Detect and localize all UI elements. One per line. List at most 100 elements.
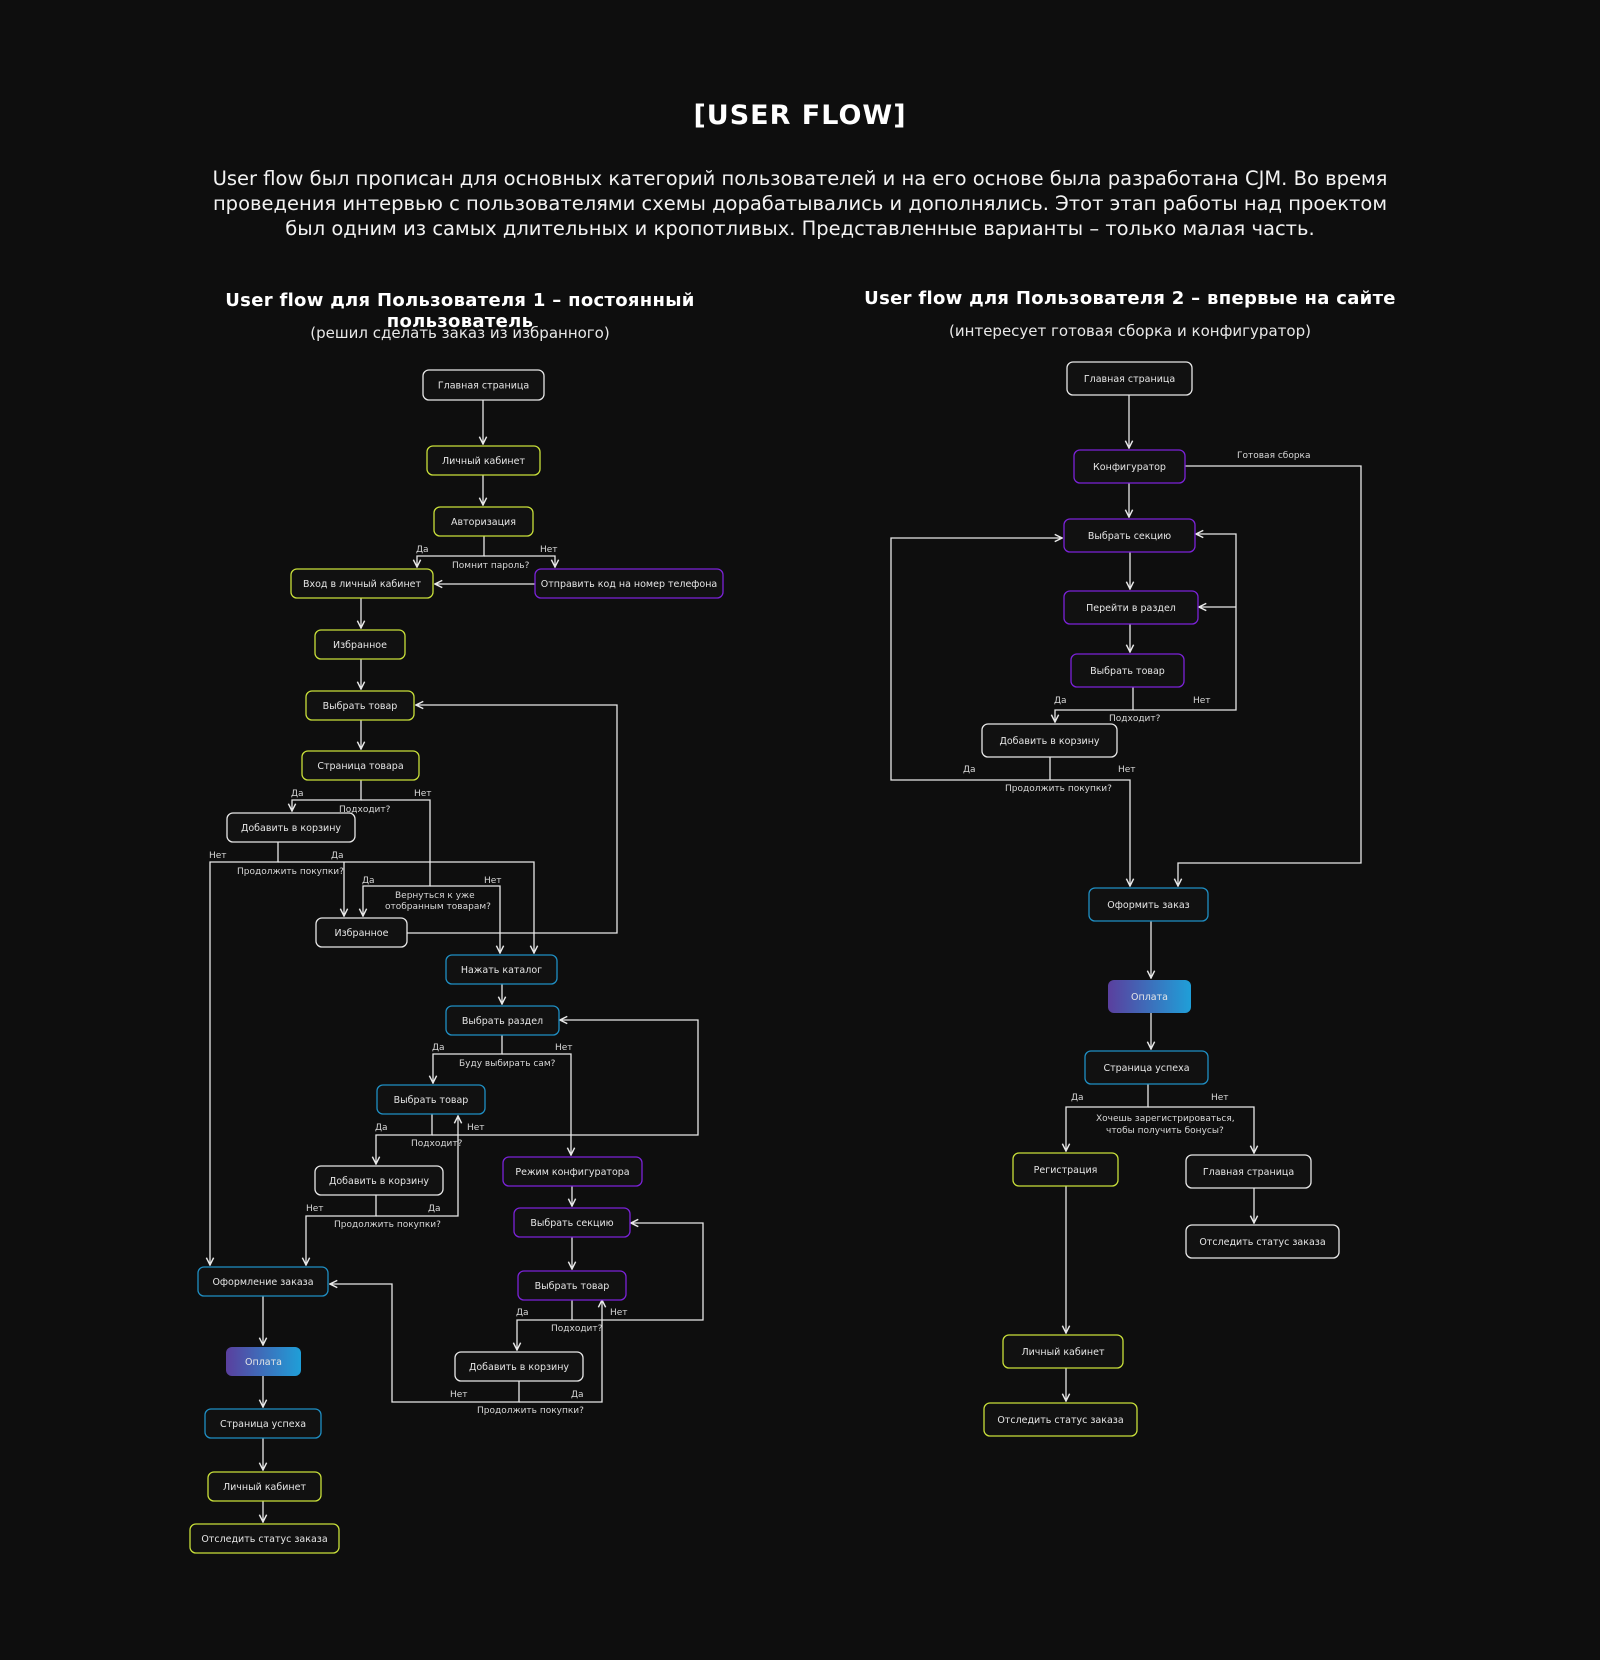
svg-text:Добавить в корзину: Добавить в корзину bbox=[469, 1362, 569, 1373]
svg-text:Выбрать товар: Выбрать товар bbox=[1090, 666, 1165, 677]
node-u1-cfgmode: Режим конфигуратора bbox=[502, 1156, 643, 1187]
label-return-fav-2: отобранным товарам? bbox=[385, 902, 491, 912]
label-no: Нет bbox=[306, 1204, 324, 1214]
flow-edge bbox=[278, 861, 534, 953]
flow-edge bbox=[433, 1035, 503, 1083]
node-u2-order: Оформить заказ bbox=[1088, 887, 1209, 922]
label-yes: Да bbox=[291, 789, 304, 799]
svg-text:Избранное: Избранное bbox=[335, 928, 389, 939]
node-u2-main: Главная страница bbox=[1066, 361, 1193, 396]
flow-edge bbox=[1148, 1106, 1254, 1153]
svg-text:Авторизация: Авторизация bbox=[451, 517, 516, 528]
svg-text:Оплата: Оплата bbox=[1131, 992, 1168, 1003]
svg-text:Страница товара: Страница товара bbox=[317, 761, 403, 772]
node-u1-ppage: Страница товара bbox=[301, 750, 420, 781]
svg-text:Добавить в корзину: Добавить в корзину bbox=[329, 1176, 429, 1187]
flow-edge bbox=[430, 885, 500, 953]
node-u2-cfg: Конфигуратор bbox=[1073, 449, 1186, 484]
flow-edge bbox=[502, 1053, 571, 1155]
label-fits: Подходит? bbox=[411, 1139, 463, 1149]
node-u1-track: Отследить статус заказа bbox=[189, 1523, 340, 1554]
svg-text:Главная страница: Главная страница bbox=[438, 381, 529, 392]
label-no: Нет bbox=[1118, 765, 1136, 775]
flow-edge bbox=[432, 1020, 699, 1136]
svg-text:Личный кабинет: Личный кабинет bbox=[1021, 1347, 1104, 1358]
label-want-register-2: чтобы получить бонусы? bbox=[1106, 1126, 1224, 1136]
node-u1-cart3: Добавить в корзину bbox=[454, 1351, 584, 1382]
flow-edge bbox=[376, 1114, 433, 1164]
node-u2-track2: Отследить статус заказа bbox=[983, 1402, 1138, 1437]
svg-text:Главная страница: Главная страница bbox=[1084, 374, 1175, 385]
node-u1-cart2: Добавить в корзину bbox=[314, 1165, 444, 1196]
node-u1-catalog: Нажать каталог bbox=[445, 954, 558, 985]
label-yes: Да bbox=[963, 765, 976, 775]
svg-text:Оплата: Оплата bbox=[245, 1357, 282, 1368]
label-yes: Да bbox=[1054, 696, 1067, 706]
node-u1-pick3: Выбрать товар bbox=[517, 1270, 627, 1301]
svg-text:Личный кабинет: Личный кабинет bbox=[442, 456, 525, 467]
label-continue-shopping: Продолжить покупки? bbox=[477, 1406, 584, 1416]
svg-text:Страница успеха: Страница успеха bbox=[220, 1419, 306, 1430]
svg-text:Оформить заказ: Оформить заказ bbox=[1107, 900, 1189, 911]
node-u2-cab: Личный кабинет bbox=[1002, 1334, 1124, 1369]
node-u1-pay: Оплата bbox=[226, 1347, 301, 1376]
flow-edge bbox=[890, 538, 1062, 781]
svg-text:Нажать каталог: Нажать каталог bbox=[461, 965, 542, 976]
label-no: Нет bbox=[414, 789, 432, 799]
label-no: Нет bbox=[467, 1123, 485, 1133]
node-u2-main2: Главная страница bbox=[1185, 1154, 1312, 1189]
label-no: Нет bbox=[540, 545, 558, 555]
svg-text:Оформление заказа: Оформление заказа bbox=[212, 1277, 313, 1288]
label-yes: Да bbox=[571, 1390, 584, 1400]
svg-text:Избранное: Избранное bbox=[333, 640, 387, 651]
svg-text:Добавить в корзину: Добавить в корзину bbox=[241, 823, 341, 834]
flow-edge bbox=[484, 555, 555, 567]
svg-text:Выбрать раздел: Выбрать раздел bbox=[462, 1016, 543, 1027]
node-u2-reg: Регистрация bbox=[1012, 1152, 1119, 1187]
node-u2-sect: Выбрать секцию bbox=[1063, 518, 1196, 553]
label-fits: Подходит? bbox=[339, 805, 391, 815]
label-choose-self: Буду выбирать сам? bbox=[459, 1059, 556, 1069]
label-no: Нет bbox=[610, 1308, 628, 1318]
svg-text:Личный кабинет: Личный кабинет bbox=[223, 1482, 306, 1493]
node-u1-sect2: Выбрать секцию bbox=[513, 1207, 631, 1238]
label-fits: Подходит? bbox=[551, 1324, 603, 1334]
label-no: Нет bbox=[555, 1043, 573, 1053]
label-yes: Да bbox=[516, 1308, 529, 1318]
label-no: Нет bbox=[1211, 1093, 1229, 1103]
node-u2-pick: Выбрать товар bbox=[1070, 653, 1185, 688]
svg-text:Конфигуратор: Конфигуратор bbox=[1093, 462, 1166, 473]
svg-text:Отправить код на номер телефон: Отправить код на номер телефона bbox=[541, 579, 718, 590]
svg-text:Выбрать секцию: Выбрать секцию bbox=[530, 1218, 613, 1229]
flow-edge bbox=[306, 1195, 377, 1265]
label-yes: Да bbox=[1071, 1093, 1084, 1103]
label-yes: Да bbox=[375, 1123, 388, 1133]
node-u1-main: Главная страница bbox=[422, 369, 545, 401]
node-u1-fav: Избранное bbox=[314, 629, 406, 660]
flow-edges bbox=[210, 395, 1362, 1522]
node-u2-goto: Перейти в раздел bbox=[1063, 590, 1199, 625]
svg-text:Выбрать секцию: Выбрать секцию bbox=[1088, 531, 1171, 542]
label-remember-password: Помнит пароль? bbox=[452, 561, 530, 571]
node-u1-auth: Авторизация bbox=[433, 506, 534, 537]
svg-text:Добавить в корзину: Добавить в корзину bbox=[999, 736, 1099, 747]
flow-edge bbox=[1133, 534, 1237, 711]
flow-edge bbox=[330, 1284, 520, 1403]
flow-edge bbox=[210, 842, 279, 1265]
svg-text:Вход в личный кабинет: Вход в личный кабинет bbox=[303, 579, 422, 590]
label-no: Нет bbox=[1193, 696, 1211, 706]
svg-text:Главная страница: Главная страница bbox=[1203, 1167, 1294, 1178]
user1-title: User flow для Пользователя 1 – постоянны… bbox=[225, 290, 695, 332]
flow-edge bbox=[519, 1300, 602, 1403]
svg-text:Режим конфигуратора: Режим конфигуратора bbox=[515, 1167, 629, 1178]
user2-subtitle: (интересует готовая сборка и конфигурато… bbox=[949, 322, 1311, 340]
flow-edge bbox=[1066, 1084, 1149, 1151]
svg-text:Отследить статус заказа: Отследить статус заказа bbox=[997, 1415, 1123, 1426]
user2-title: User flow для Пользователя 2 – впервые н… bbox=[864, 288, 1396, 309]
svg-text:Выбрать товар: Выбрать товар bbox=[323, 701, 398, 712]
label-continue-shopping: Продолжить покупки? bbox=[237, 867, 344, 877]
node-u1-section: Выбрать раздел bbox=[445, 1005, 560, 1036]
